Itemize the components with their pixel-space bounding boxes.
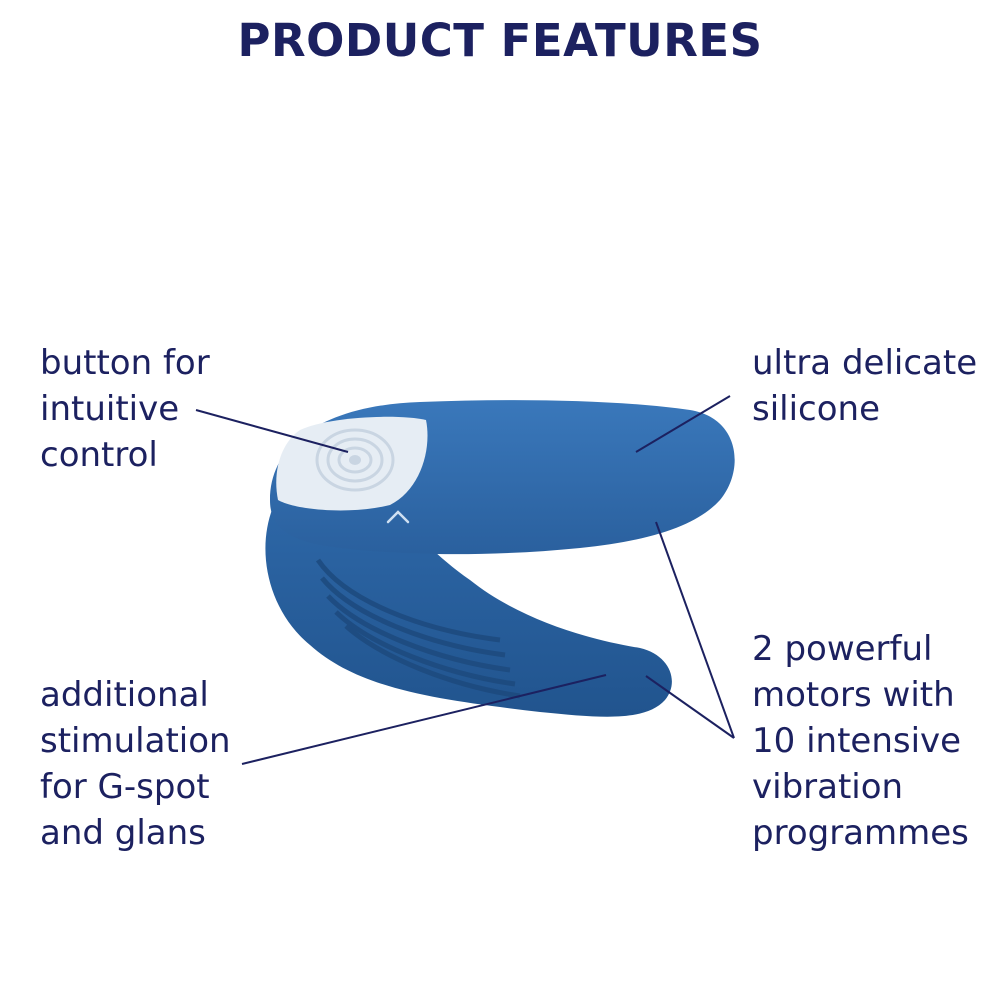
callout-stimulation-line: additional — [40, 675, 209, 715]
callout-silicone-line: silicone — [752, 389, 881, 429]
callout-silicone-line: ultra delicate — [752, 343, 978, 383]
callout-button-line: control — [40, 435, 158, 475]
callout-button-line: button for — [40, 343, 210, 383]
leader-line-motor-2 — [645, 675, 735, 739]
page-title: PRODUCT FEATURES — [237, 14, 763, 67]
callout-motors-line: 10 intensive — [752, 721, 962, 761]
callout-motors-line: 2 powerful — [752, 629, 933, 669]
leader-line-stimulation — [241, 674, 607, 765]
callout-stimulation-line: for G-spot — [40, 767, 210, 807]
callout-stimulation-line: and glans — [40, 813, 206, 853]
callout-motors-line: programmes — [752, 813, 969, 853]
leader-line-silicone — [635, 395, 731, 453]
callout-stimulation: additional stimulation for G-spot and gl… — [40, 672, 231, 856]
callout-button-line: intuitive — [40, 389, 180, 429]
leader-line-motor-1 — [655, 521, 735, 739]
callout-motors-line: vibration — [752, 767, 904, 807]
leader-line-button — [195, 409, 349, 453]
callout-motors-line: motors with — [752, 675, 955, 715]
product-ribs — [315, 558, 521, 699]
product-chevron-mark — [386, 510, 410, 524]
callout-motors: 2 powerful motors with 10 intensive vibr… — [752, 626, 969, 856]
callout-silicone: ultra delicate silicone — [752, 340, 977, 432]
control-button-icon — [276, 416, 428, 511]
callout-button: button for intuitive control — [40, 340, 210, 478]
callout-stimulation-line: stimulation — [40, 721, 231, 761]
